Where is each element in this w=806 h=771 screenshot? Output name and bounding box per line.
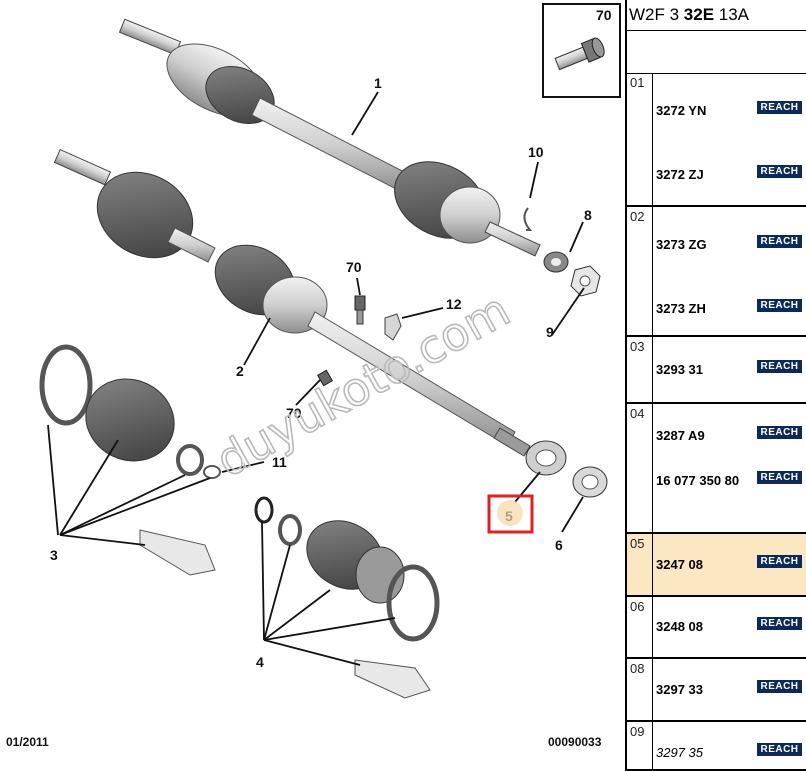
- reach-badge[interactable]: REACH: [757, 426, 802, 439]
- callout-3: 3: [50, 547, 58, 563]
- bracket-12: [384, 313, 402, 341]
- footer-date: 01/2011: [6, 735, 49, 749]
- part-number[interactable]: 3297 35: [656, 745, 703, 760]
- thumbnail-bolt-70: [542, 3, 621, 98]
- boot-kit-4: [254, 496, 440, 699]
- reach-badge[interactable]: REACH: [757, 680, 802, 693]
- part-number[interactable]: 3248 08: [656, 619, 703, 634]
- ring-5: [525, 440, 567, 476]
- part-number[interactable]: 16 077 350 80: [656, 473, 740, 488]
- reach-badge[interactable]: REACH: [757, 743, 802, 756]
- panel-header: W2F 3 32E 13A: [625, 0, 806, 31]
- ring-6: [572, 466, 608, 498]
- header-code: W2F 3 32E 13A: [629, 0, 749, 30]
- header-spacer: [625, 31, 806, 74]
- boot-kit-3: [39, 344, 221, 576]
- parts-row-05[interactable]: 05 3247 08 REACH: [625, 534, 806, 597]
- reach-badge[interactable]: REACH: [757, 471, 802, 484]
- header-suffix: 13A: [714, 5, 750, 24]
- header-bold: 32E: [683, 5, 715, 24]
- callout-11: 11: [272, 454, 287, 470]
- parts-row-01[interactable]: 01 3272 YN REACH 3272 ZJ REACH: [625, 73, 806, 207]
- callout-70-a: 70: [346, 259, 362, 275]
- parts-row-06[interactable]: 06 3248 08 REACH: [625, 597, 806, 659]
- row-index: 01: [630, 75, 645, 90]
- parts-row-04[interactable]: 04 3287 A9 REACH 16 077 350 80 REACH: [625, 404, 806, 534]
- callout-4: 4: [256, 654, 264, 670]
- reach-badge[interactable]: REACH: [757, 165, 802, 178]
- row-index: 09: [630, 724, 645, 739]
- washer-9: [570, 265, 601, 297]
- callout-8: 8: [584, 207, 592, 223]
- reach-badge[interactable]: REACH: [757, 235, 802, 248]
- callout-6: 6: [555, 537, 563, 553]
- reach-badge[interactable]: REACH: [757, 299, 802, 312]
- reach-badge[interactable]: REACH: [757, 617, 802, 630]
- row-index: 08: [630, 661, 645, 676]
- callout-2: 2: [236, 363, 244, 379]
- part-number[interactable]: 3293 31: [656, 362, 703, 377]
- parts-row-02[interactable]: 02 3273 ZG REACH 3273 ZH REACH: [625, 207, 806, 337]
- part-number[interactable]: 3287 A9: [656, 428, 705, 443]
- highlight-box[interactable]: [487, 494, 534, 534]
- drive-shaft-upper: [118, 18, 541, 257]
- parts-row-08[interactable]: 08 3297 33 REACH: [625, 659, 806, 722]
- row-index: 02: [630, 209, 645, 224]
- highlight-dot: [497, 500, 523, 526]
- drive-shaft-lower: [53, 148, 531, 457]
- parts-list-panel: W2F 3 32E 13A 01 3272 YN REACH 3272 ZJ REACH…: [625, 0, 806, 771]
- nut-8: [543, 251, 569, 273]
- callout-70-b: 70: [286, 405, 302, 421]
- part-number[interactable]: 3273 ZG: [656, 237, 707, 252]
- row-index: 03: [630, 339, 645, 354]
- reach-badge[interactable]: REACH: [757, 360, 802, 373]
- callout-9: 9: [546, 324, 554, 340]
- panel-left-border: [625, 0, 627, 769]
- part-number[interactable]: 3297 33: [656, 682, 703, 697]
- part-number[interactable]: 3272 YN: [656, 103, 707, 118]
- callout-1: 1: [374, 75, 382, 91]
- part-number[interactable]: 3273 ZH: [656, 301, 706, 316]
- part-number[interactable]: 3247 08: [656, 557, 703, 572]
- row-index: 05: [630, 536, 645, 551]
- reach-badge[interactable]: REACH: [757, 555, 802, 568]
- part-number[interactable]: 3272 ZJ: [656, 167, 704, 182]
- thumbnail-label: 70: [596, 7, 612, 23]
- footer-ref: 00090033: [548, 735, 602, 749]
- header-prefix: W2F 3: [629, 5, 684, 24]
- callout-12: 12: [446, 296, 462, 312]
- callout-10: 10: [528, 144, 544, 160]
- split-pin-10: [523, 207, 533, 231]
- row-index: 06: [630, 599, 645, 614]
- parts-row-03[interactable]: 03 3293 31 REACH: [625, 337, 806, 404]
- reach-badge[interactable]: REACH: [757, 101, 802, 114]
- panel-inner-border: [652, 73, 653, 769]
- bolt-70-a: [354, 295, 366, 325]
- bolt-70-b: [316, 369, 334, 387]
- parts-diagram: 1 2 3 4 5 6 8 9 10 11 12 70 70 70 duyuko…: [6, 3, 621, 749]
- row-index: 04: [630, 406, 645, 421]
